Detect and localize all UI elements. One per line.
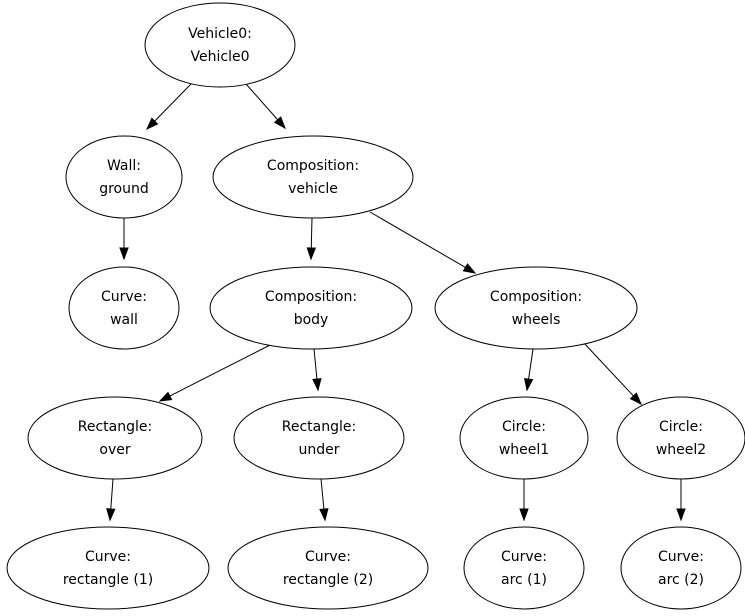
node-label-line1: Composition: [267,158,359,174]
edge-line [369,211,466,268]
node-ellipse[interactable] [212,135,414,219]
edge-line [313,348,318,380]
node-ellipse[interactable] [459,396,589,480]
node-label-line1: Vehicle0: [188,26,252,42]
edge-line [320,478,325,510]
edge-line [169,343,273,397]
node-circle_wheel2[interactable]: Circle: wheel2 [616,396,745,480]
node-label-line1: Composition: [490,289,582,305]
node-ellipse[interactable] [6,526,210,610]
node-curve_rectangle_2[interactable]: Curve: rectangle (2) [227,526,429,610]
node-label-line2: vehicle [288,181,338,197]
edge-arrowhead [524,377,534,392]
node-curve_rectangle_1[interactable]: Curve: rectangle (1) [6,526,210,610]
node-ellipse[interactable] [434,266,638,350]
node-rectangle_over[interactable]: Rectangle: over [27,396,203,480]
edge-line [582,341,634,397]
node-label-line2: wheel1 [499,442,549,458]
node-ellipse[interactable] [620,526,742,610]
node-label-line1: Rectangle: [78,419,152,435]
node-ellipse[interactable] [144,2,296,88]
edge-circle_wheel1-to-curve_arc_1 [519,479,529,522]
edge-arrowhead [145,117,159,131]
node-label-line1: Wall: [107,158,141,174]
node-wall_ground[interactable]: Wall: ground [65,135,183,219]
edge-arrowhead [312,378,322,392]
edge-line [528,348,534,380]
node-circle_wheel1[interactable]: Circle: wheel1 [459,396,589,480]
edge-arrowhead [519,508,529,522]
node-label-line1: Curve: [101,289,147,305]
edge-composition_body-to-rectangle_over [158,343,273,402]
node-vehicle0[interactable]: Vehicle0: Vehicle0 [144,2,296,88]
node-ellipse[interactable] [68,266,180,350]
edge-arrowhead [462,263,477,274]
edge-arrowhead [306,247,316,261]
node-label-line2: arc (2) [658,572,704,588]
node-rectangle_under[interactable]: Rectangle: under [233,396,405,480]
node-label-line1: Curve: [658,549,704,565]
edge-arrowhead [629,392,642,406]
node-label-line2: over [99,442,130,458]
edge-arrowhead [106,508,116,522]
edge-arrowhead [676,508,686,522]
node-label-line1: Circle: [659,419,703,435]
node-composition_wheels[interactable]: Composition: wheels [434,266,638,350]
edge-vehicle0-to-composition_vehicle [245,83,286,130]
edge-composition_wheels-to-circle_wheel1 [524,348,534,392]
node-composition_body[interactable]: Composition: body [209,266,413,350]
edge-arrowhead [319,508,329,522]
nodes-layer: Vehicle0:Vehicle0Wall:groundComposition:… [6,2,745,610]
node-ellipse[interactable] [209,266,413,350]
edge-rectangle_over-to-curve_rectangle_1 [106,478,116,522]
edge-line [245,83,279,121]
edge-arrowhead [119,247,129,261]
node-composition_vehicle[interactable]: Composition: vehicle [212,135,414,219]
edges-layer [106,83,686,522]
node-label-line2: wall [110,312,138,328]
node-label-line2: body [294,312,329,328]
node-label-line2: rectangle (1) [63,572,153,588]
edge-line [110,478,114,510]
node-label-line2: ground [99,181,149,197]
node-label-line2: wheels [512,312,561,328]
node-label-line2: wheel2 [656,442,706,458]
edge-circle_wheel2-to-curve_arc_2 [676,479,686,522]
node-label-line1: Composition: [265,289,357,305]
edge-composition_body-to-rectangle_under [312,348,322,392]
node-label-line1: Rectangle: [282,419,356,435]
edge-composition_wheels-to-circle_wheel2 [582,341,642,406]
edge-line [310,217,313,249]
node-ellipse[interactable] [233,396,405,480]
edge-composition_vehicle-to-composition_body [306,217,316,261]
node-curve_arc_1[interactable]: Curve: arc (1) [463,526,585,610]
node-ellipse[interactable] [27,396,203,480]
edge-rectangle_under-to-curve_rectangle_2 [319,478,329,522]
node-curve_arc_2[interactable]: Curve: arc (2) [620,526,742,610]
node-ellipse[interactable] [616,396,745,480]
edge-wall_ground-to-curve_wall [119,218,129,261]
node-curve_wall[interactable]: Curve: wall [68,266,180,350]
edge-line [154,83,192,122]
edge-vehicle0-to-wall_ground [145,83,192,131]
node-label-line1: Circle: [502,419,546,435]
node-label-line2: Vehicle0 [191,49,250,65]
node-label-line1: Curve: [501,549,547,565]
node-label-line1: Curve: [85,549,131,565]
node-label-line2: arc (1) [501,572,547,588]
node-label-line2: rectangle (2) [283,572,373,588]
node-label-line2: under [298,442,339,458]
node-label-line1: Curve: [305,549,351,565]
node-ellipse[interactable] [65,135,183,219]
node-ellipse[interactable] [227,526,429,610]
node-ellipse[interactable] [463,526,585,610]
edge-composition_vehicle-to-composition_wheels [369,211,477,274]
edge-arrowhead [273,116,286,130]
edge-arrowhead [158,391,173,402]
